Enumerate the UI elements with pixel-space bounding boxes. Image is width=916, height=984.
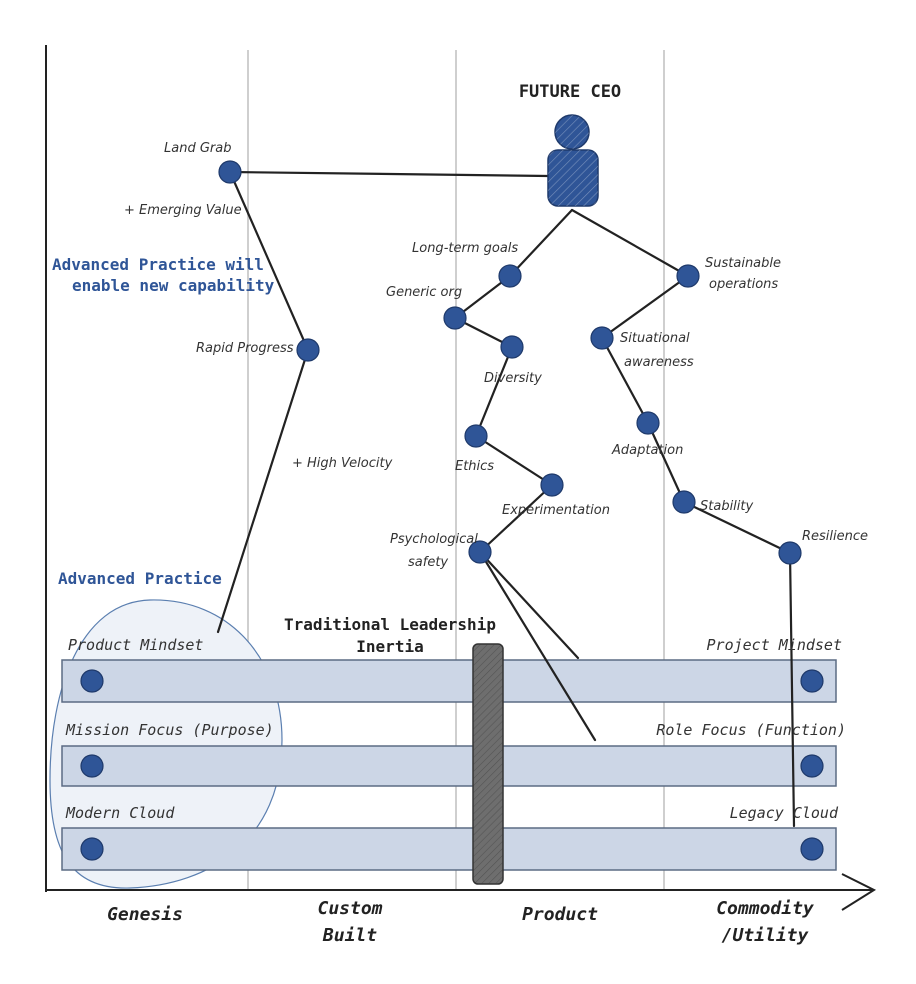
label-mission-focus: Mission Focus (Purpose) [65, 721, 274, 739]
label-adaptation: Adaptation [611, 443, 683, 458]
node-legacy-cloud [800, 837, 824, 861]
node-modern-cloud [80, 837, 104, 861]
link-landgrab-rapid [228, 170, 310, 352]
node-mission-focus [80, 754, 104, 778]
inertia-hatch [473, 644, 503, 884]
label-generic-org: Generic org [386, 285, 462, 300]
label-safety: safety [408, 555, 448, 570]
label-experimentation: Experimentation [502, 503, 610, 518]
label-modern-cloud: Modern Cloud [65, 804, 175, 822]
note-enable-new-capability: enable new capability [72, 276, 275, 295]
link-landgrab-ceo [228, 170, 550, 178]
x-axis-arrow [841, 873, 877, 911]
label-awareness: awareness [624, 355, 694, 370]
label-resilience: Resilience [802, 529, 868, 544]
node-role-focus [800, 754, 824, 778]
node-stability [672, 490, 696, 514]
label-project-mindset: Project Mindset [707, 636, 842, 654]
label-traditional-leadership: Traditional Leadership [284, 615, 496, 634]
label-high-velocity: + High Velocity [292, 456, 393, 471]
stage-built: Built [322, 925, 377, 946]
label-situational: Situational [620, 331, 690, 346]
stage-product: Product [522, 904, 598, 925]
label-operations: operations [709, 277, 778, 292]
ceo-figure-icon [547, 114, 599, 207]
nodes [80, 160, 824, 861]
node-diversity [500, 335, 524, 359]
node-sustainable-operations [676, 264, 700, 288]
label-diversity: Diversity [484, 371, 542, 386]
label-inertia: Inertia [356, 637, 423, 656]
node-ethics [464, 424, 488, 448]
node-project-mindset [800, 669, 824, 693]
label-product-mindset: Product Mindset [68, 636, 203, 654]
link-ethics-experimentation [474, 434, 554, 487]
label-ethics: Ethics [455, 459, 494, 474]
link-ceo-sustainable [570, 208, 690, 278]
link-safety-role [478, 550, 597, 742]
label-stability: Stability [700, 499, 754, 514]
link-stability-resilience [682, 500, 792, 555]
bar-focus [61, 745, 837, 787]
note-advanced-practice: Advanced Practice [58, 569, 222, 588]
note-advanced-practice-will: Advanced Practice will [52, 255, 264, 274]
node-psychological-safety [468, 540, 492, 564]
label-land-grab: Land Grab [164, 141, 231, 156]
link-experimentation-safety [478, 483, 554, 554]
label-psychological: Psychological [390, 532, 478, 547]
stage-genesis: Genesis [107, 904, 183, 925]
link-sustainable-situational [600, 274, 690, 340]
link-resilience-legacy [788, 551, 796, 828]
label-legacy-cloud: Legacy Cloud [730, 804, 839, 822]
label-sustainable: Sustainable [705, 256, 781, 271]
label-long-term-goals: Long-term goals [412, 241, 518, 256]
stage-custom: Custom [317, 898, 382, 919]
link-adaptation-stability [646, 421, 686, 504]
node-adaptation [636, 411, 660, 435]
link-ceo-goals [508, 208, 574, 278]
future-ceo-title: FUTURE CEO [519, 82, 621, 102]
bars [61, 659, 837, 871]
stage-commodity: Commodity [716, 898, 815, 919]
node-product-mindset [80, 669, 104, 693]
label-rapid-progress: Rapid Progress [196, 341, 294, 356]
bar-mindset [61, 659, 837, 703]
link-safety-project [478, 550, 580, 660]
node-situational-awareness [590, 326, 614, 350]
node-long-term-goals [498, 264, 522, 288]
link-rapid-practice [216, 348, 310, 634]
bar-cloud [61, 827, 837, 871]
stage-utility: /Utility [722, 925, 810, 946]
node-rapid-progress [296, 338, 320, 362]
label-emerging-value: + Emerging Value [124, 203, 242, 218]
axes [45, 45, 877, 911]
node-experimentation [540, 473, 564, 497]
node-generic-org [443, 306, 467, 330]
label-role-focus: Role Focus (Function) [656, 721, 846, 739]
node-land-grab [218, 160, 242, 184]
node-resilience [778, 541, 802, 565]
link-situational-adaptation [600, 336, 650, 425]
link-diversity-ethics [474, 345, 514, 438]
